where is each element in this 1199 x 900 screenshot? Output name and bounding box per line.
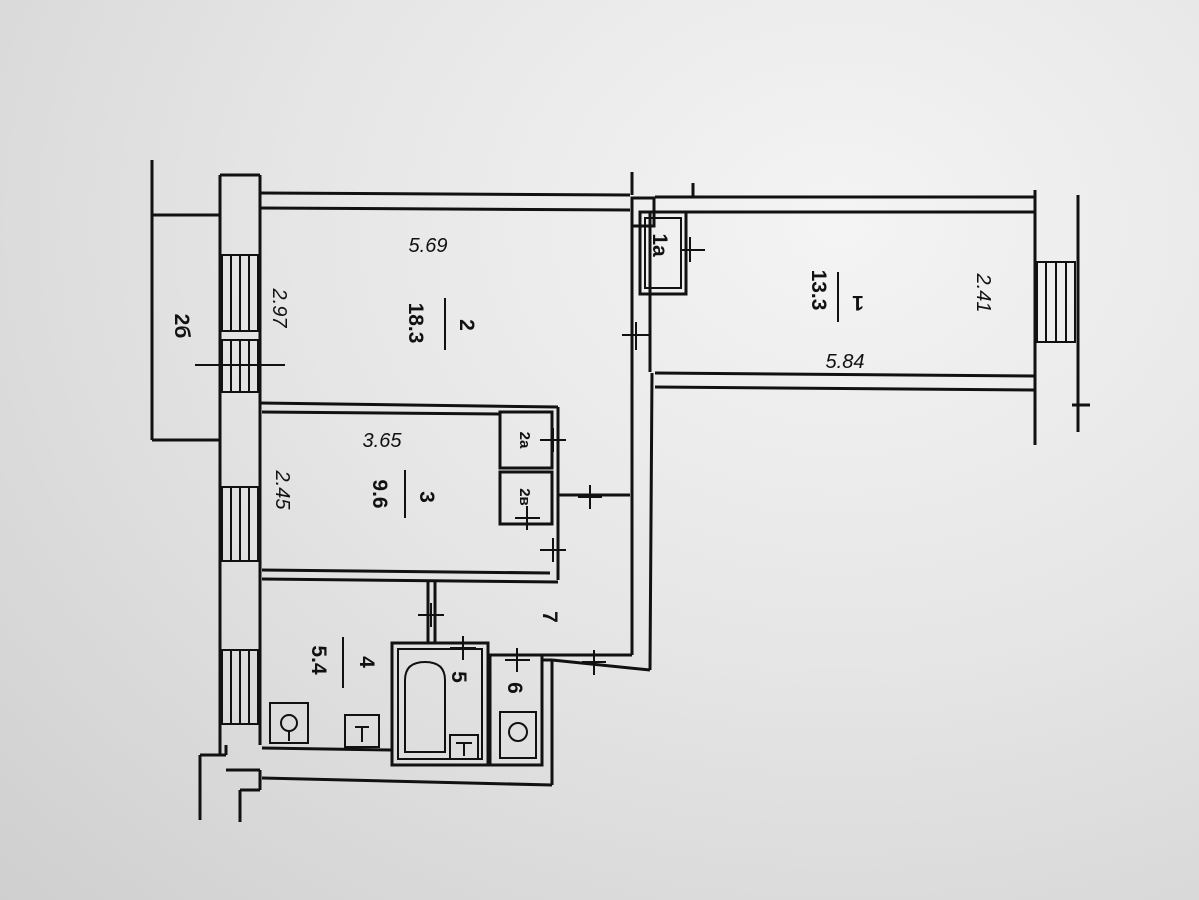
closet-1a-label: 1a (648, 233, 671, 257)
toilet-icon (499, 711, 537, 759)
toilet-label: 6 (503, 682, 526, 694)
bathroom-inner (397, 648, 483, 760)
window-icon (221, 649, 259, 725)
bottom-outer-wall (261, 776, 553, 787)
door-icon (540, 538, 566, 562)
kitchen-area: 5.4 (307, 645, 330, 675)
room3-width: 2.45 (271, 470, 293, 511)
room2-length: 5.69 (409, 235, 448, 257)
closet-2a-label: 2a (516, 432, 533, 449)
room3-kitchen-wall-top (261, 568, 551, 575)
room2-room3-wall-top (259, 401, 559, 409)
interior-walls (259, 196, 688, 767)
door-marks (418, 237, 705, 675)
room1-width: 2.41 (972, 273, 994, 313)
closet-2b-label: 2в (516, 488, 533, 506)
kitchen-bottom-wall (261, 746, 393, 752)
closet-1a-outer (638, 210, 688, 296)
windows (221, 254, 1076, 725)
room2-area: 18.3 (404, 303, 427, 344)
bathroom-label: 5 (447, 671, 470, 683)
room3-kitchen-wall-bottom (261, 577, 559, 584)
room2-top-wall-inner (259, 206, 631, 212)
room1-number: 1 (852, 291, 864, 314)
balcony-label: 2б (170, 314, 193, 339)
room2-number: 2 (455, 319, 478, 331)
window-icon (1036, 261, 1076, 343)
exterior-walls (198, 172, 1090, 822)
room1-area: 13.3 (807, 270, 830, 311)
door-icon (582, 650, 606, 675)
fixtures (269, 660, 537, 760)
sink-icon (449, 734, 479, 760)
window-icon (221, 254, 259, 332)
sink-icon (344, 714, 380, 748)
window-icon (221, 339, 259, 393)
door-icon (515, 506, 540, 530)
corridor-wall-right (648, 372, 654, 671)
hallway-bottom-wall (551, 658, 651, 672)
room1-length: 5.84 (826, 351, 865, 373)
room3-area: 9.6 (368, 479, 391, 508)
room2-width: 2.97 (268, 288, 290, 329)
door-icon (578, 485, 602, 509)
door-icon (418, 603, 444, 627)
column-block (630, 196, 656, 228)
closet-1a-inner (644, 217, 682, 289)
room2-top-wall-outer (259, 191, 631, 197)
door-icon (450, 636, 476, 660)
door-icon (540, 428, 566, 452)
room1-bottom-wall-outer (654, 371, 1036, 378)
door-icon (505, 648, 530, 672)
stove-icon (269, 702, 309, 744)
window-icon (221, 486, 259, 562)
door-icon (622, 322, 650, 350)
room3-number: 3 (415, 491, 438, 503)
door-icon (680, 237, 705, 262)
hallway-label: 7 (538, 611, 561, 623)
bathtub-icon (404, 660, 446, 753)
room1-bottom-wall-inner (654, 385, 1036, 392)
bathroom-box (390, 641, 490, 767)
kitchen-number: 4 (355, 656, 378, 668)
room2-room3-wall-bottom (261, 410, 501, 416)
room3-length: 3.65 (363, 430, 403, 452)
room-labels: 1 13.3 2.41 5.84 1a 2 18.3 5.69 2.97 2б … (170, 233, 994, 694)
